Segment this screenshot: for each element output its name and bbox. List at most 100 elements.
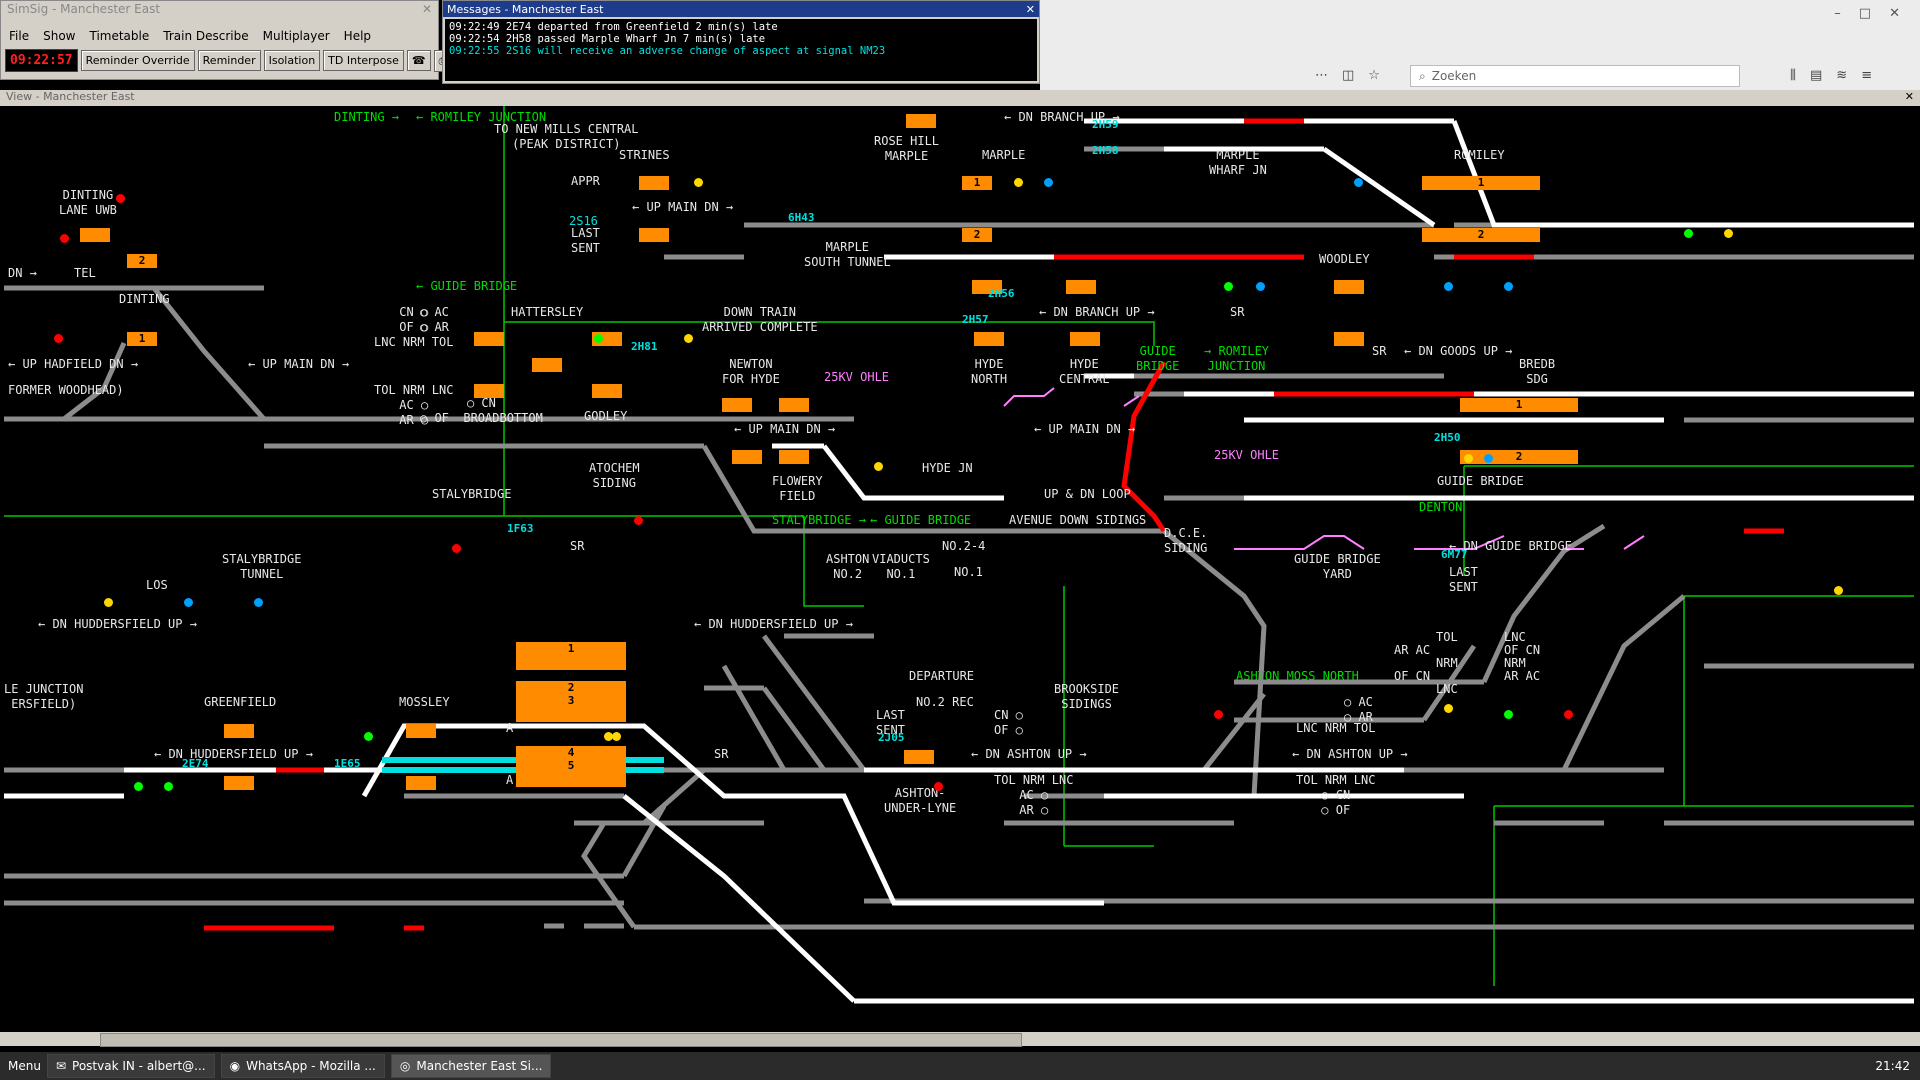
menu-train-describe[interactable]: Train Describe — [163, 29, 249, 43]
taskbar-item-email[interactable]: ✉Postvak IN - albert@... — [46, 1054, 215, 1078]
menu-file[interactable]: File — [9, 29, 30, 43]
signal-aspect[interactable] — [54, 334, 63, 343]
more-icon[interactable]: ⋯ — [1315, 68, 1328, 83]
close-icon[interactable]: ✕ — [1904, 90, 1914, 103]
td-berth[interactable]: 1 — [127, 332, 157, 346]
td-berth[interactable]: 2 — [1422, 228, 1540, 242]
td-berth[interactable] — [639, 176, 669, 190]
signal-aspect[interactable] — [1484, 454, 1493, 463]
td-berth[interactable] — [474, 384, 504, 398]
td-berth[interactable]: 2 — [962, 228, 992, 242]
isolation-button[interactable]: Isolation — [263, 50, 321, 71]
td-berth[interactable]: 1 — [1460, 398, 1578, 412]
td-berth[interactable]: 2 — [1460, 450, 1578, 464]
signal-aspect[interactable] — [612, 732, 621, 741]
signal-aspect[interactable] — [604, 732, 613, 741]
menu-timetable[interactable]: Timetable — [89, 29, 150, 43]
train-description[interactable]: 2H59 — [1092, 118, 1119, 131]
library-icon[interactable]: ⫼ — [1790, 68, 1796, 83]
signal-aspect[interactable] — [1214, 710, 1223, 719]
close-icon[interactable]: ✕ — [421, 2, 432, 16]
td-berth[interactable] — [1334, 280, 1364, 294]
reminder-button[interactable]: Reminder — [197, 50, 261, 71]
messages-title-bar[interactable]: Messages - Manchester East ✕ — [443, 1, 1039, 17]
maximize-icon[interactable]: □ — [1858, 6, 1872, 21]
td-berth[interactable]: 1 — [1422, 176, 1540, 190]
td-berth[interactable] — [474, 332, 504, 346]
td-berth[interactable] — [972, 280, 1002, 294]
td-berth[interactable] — [974, 332, 1004, 346]
browser-search-input[interactable]: ⌕ Zoeken — [1410, 65, 1740, 87]
signal-aspect[interactable] — [134, 782, 143, 791]
signal-aspect[interactable] — [1684, 229, 1693, 238]
signal-aspect[interactable] — [694, 178, 703, 187]
train-description[interactable]: 2J05 — [878, 731, 905, 744]
platform-berth[interactable]: 3 — [516, 694, 626, 722]
signal-aspect[interactable] — [452, 544, 461, 553]
minimize-icon[interactable]: – — [1834, 6, 1841, 21]
hamburger-menu-icon[interactable]: ≡ — [1861, 68, 1873, 83]
platform-berth[interactable]: 1 — [516, 642, 626, 670]
signal-aspect[interactable] — [254, 598, 263, 607]
signal-aspect[interactable] — [1564, 710, 1573, 719]
train-description[interactable]: 2H81 — [631, 340, 658, 353]
taskbar-item-whatsapp[interactable]: ◉WhatsApp - Mozilla ... — [220, 1054, 385, 1078]
signal-aspect[interactable] — [1224, 282, 1233, 291]
train-description[interactable]: 6H43 — [788, 211, 815, 224]
signal-aspect[interactable] — [594, 334, 603, 343]
simsig-title-bar[interactable]: SimSig - Manchester East ✕ — [1, 1, 438, 17]
signal-aspect[interactable] — [1504, 282, 1513, 291]
signal-aspect[interactable] — [164, 782, 173, 791]
td-berth[interactable]: 2 — [127, 254, 157, 268]
signal-aspect[interactable] — [1464, 454, 1473, 463]
td-berth[interactable] — [722, 398, 752, 412]
panel-scrollbar[interactable] — [0, 1032, 1920, 1047]
signal-aspect[interactable] — [184, 598, 193, 607]
view-title-bar[interactable]: View - Manchester East ✕ — [0, 90, 1920, 106]
signal-aspect[interactable] — [1724, 229, 1733, 238]
sim-clock[interactable]: 09:22:57 — [5, 49, 78, 72]
td-berth[interactable] — [779, 398, 809, 412]
start-menu-button[interactable]: Menu — [8, 1059, 41, 1073]
signal-aspect[interactable] — [1834, 586, 1843, 595]
train-description[interactable]: 1F63 — [507, 522, 534, 535]
signal-aspect[interactable] — [684, 334, 693, 343]
extension-icon[interactable]: ≋ — [1836, 68, 1848, 83]
signal-aspect[interactable] — [60, 234, 69, 243]
td-berth[interactable] — [732, 450, 762, 464]
signal-aspect[interactable] — [104, 598, 113, 607]
menu-help[interactable]: Help — [343, 29, 372, 43]
td-berth[interactable] — [1070, 332, 1100, 346]
reminder-override-button[interactable]: Reminder Override — [80, 50, 195, 71]
signal-aspect[interactable] — [1014, 178, 1023, 187]
bookmark-star-icon[interactable]: ☆ — [1368, 68, 1380, 83]
train-description[interactable]: 6M77 — [1441, 548, 1468, 561]
td-berth[interactable] — [1334, 332, 1364, 346]
signal-aspect[interactable] — [1504, 710, 1513, 719]
td-berth[interactable]: 1 — [962, 176, 992, 190]
td-berth[interactable] — [532, 358, 562, 372]
td-berth[interactable] — [406, 776, 436, 790]
td-berth[interactable] — [904, 750, 934, 764]
td-berth[interactable] — [1066, 280, 1096, 294]
train-description[interactable]: 2H56 — [988, 287, 1015, 300]
signal-aspect[interactable] — [1044, 178, 1053, 187]
signal-aspect[interactable] — [934, 782, 943, 791]
td-berth[interactable] — [592, 384, 622, 398]
scrollbar-thumb[interactable] — [100, 1033, 1022, 1047]
signal-aspect[interactable] — [1256, 282, 1265, 291]
td-berth[interactable] — [639, 228, 669, 242]
menu-show[interactable]: Show — [43, 29, 76, 43]
pocket-icon[interactable]: ◫ — [1342, 68, 1355, 83]
messages-list[interactable]: 09:22:49 2E74 departed from Greenfield 2… — [445, 19, 1037, 81]
train-description[interactable]: 1E65 — [334, 757, 361, 770]
signal-aspect[interactable] — [116, 194, 125, 203]
train-description[interactable]: 2H57 — [962, 313, 989, 326]
close-icon[interactable]: ✕ — [1889, 6, 1900, 21]
signal-aspect[interactable] — [1354, 178, 1363, 187]
taskbar-item-simsig[interactable]: ◎Manchester East Si... — [390, 1054, 552, 1078]
phone-icon[interactable]: ☎ — [406, 50, 431, 71]
td-berth[interactable] — [80, 228, 110, 242]
signal-aspect[interactable] — [874, 462, 883, 471]
